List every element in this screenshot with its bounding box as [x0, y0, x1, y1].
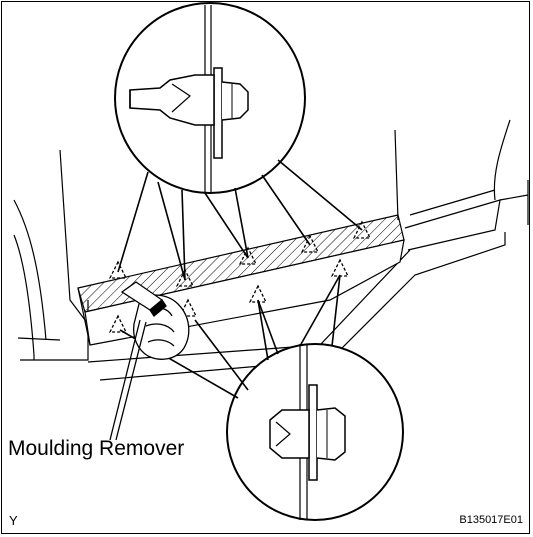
- clip-detail-top: [114, 2, 306, 194]
- callout-pointer: [109, 319, 147, 441]
- moulding-remover-tool-icon: [120, 281, 167, 317]
- dashed-triangle-icon: [238, 246, 258, 265]
- dashed-triangle-icon: [108, 260, 128, 279]
- dashed-triangle-icon: [248, 284, 268, 303]
- dashed-triangle-icon: [352, 220, 372, 239]
- dashed-triangle-icon: [330, 258, 350, 277]
- clip-detail-bottom: [226, 343, 404, 521]
- door-moulding: [77, 214, 405, 346]
- hand-icon: [132, 294, 190, 360]
- leader-lines-top: [117, 159, 363, 281]
- dashed-triangle-icon: [175, 268, 195, 287]
- dashed-triangle-icon: [108, 314, 128, 333]
- view-letter: Y: [9, 513, 18, 528]
- dashed-triangle-icon: [178, 298, 198, 317]
- dashed-triangle-icon: [300, 234, 320, 253]
- clip-markers: [108, 220, 372, 333]
- figure-code: B135017E01: [459, 514, 523, 526]
- moulding-remover-label: Moulding Remover: [8, 437, 185, 460]
